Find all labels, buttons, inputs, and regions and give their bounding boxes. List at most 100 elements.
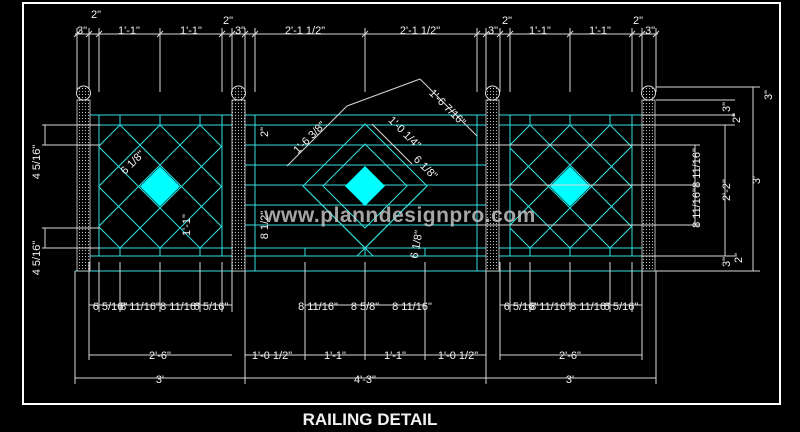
left-panel-center-diamond: [140, 166, 180, 207]
dimension-label: 8 11/16": [691, 188, 703, 228]
lattice-bar: [99, 146, 201, 248]
dimension-tick: [361, 30, 369, 38]
dimension-label: 3": [721, 102, 733, 112]
dimension-label: 4 5/16": [31, 241, 43, 276]
dimension-tick: [652, 30, 660, 38]
dimension-label: 2": [223, 15, 233, 27]
dimension-tick: [73, 30, 81, 38]
post: [76, 99, 91, 272]
lattice-bar: [609, 125, 632, 148]
dimension-tick: [638, 30, 646, 38]
dimension-label: 3": [77, 25, 87, 37]
dimension-tick: [241, 30, 249, 38]
lattice-bar: [356, 185, 428, 256]
lattice-bar: [510, 125, 611, 226]
dimension-label: 1'-1": [118, 25, 140, 37]
dimension-label: 3": [645, 25, 655, 37]
dimension-label: 1'-0 1/4": [386, 114, 423, 151]
dimension-label: 2'-2": [721, 179, 733, 201]
dimension-label: 4 5/16": [31, 145, 43, 180]
dimension-tick: [218, 30, 226, 38]
dimension-label: 4'-3": [354, 374, 376, 386]
middle-diamond-outline: [322, 143, 408, 229]
dimension-label: 3': [566, 374, 574, 386]
post-cap: [231, 85, 246, 101]
dimension-tick: [482, 30, 490, 38]
dimension-label: 3": [721, 257, 733, 267]
diagonal-dimension: [346, 78, 421, 107]
middle-lattice: [302, 123, 428, 256]
dimension-tick: [251, 30, 259, 38]
dimension-label: 3": [763, 90, 775, 100]
dimension-tick: [156, 30, 164, 38]
dimension-tick: [566, 30, 574, 38]
dimension-label: 1'-1": [529, 25, 551, 37]
dimension-label: 2": [502, 15, 512, 27]
dimension-tick: [496, 30, 504, 38]
lattice-bar: [119, 145, 222, 248]
dimension-tick: [228, 30, 236, 38]
dimension-label: 2'-6": [149, 350, 171, 362]
dimension-label: 2'-6": [559, 350, 581, 362]
dimension-label: 8 11/16": [160, 301, 200, 313]
dimension-label: 2": [733, 253, 745, 263]
dimension-label: 2'-1 1/2": [285, 25, 325, 37]
dimension-label: 3': [751, 176, 763, 184]
post: [231, 99, 246, 272]
right-panel-center-diamond: [550, 166, 590, 207]
diagonal-dimension: [419, 78, 478, 137]
post-cap: [641, 85, 656, 101]
drawing-title: RAILING DETAIL: [303, 410, 438, 429]
dimension-label: 6 1/8": [411, 154, 440, 183]
dimension-tick: [506, 30, 514, 38]
dimension-label: 2": [259, 127, 271, 137]
diagonal-dimension: [371, 123, 413, 165]
dimension-label: 2": [731, 113, 743, 123]
dimension-label: 8 11/16": [530, 301, 570, 313]
dimension-label: 1'-0 1/2": [438, 350, 478, 362]
middle-center-diamond: [345, 166, 385, 206]
lattice-bar: [119, 125, 222, 228]
dimension-label: 3": [235, 25, 245, 37]
diagonal-dimension: [286, 105, 348, 167]
dimension-label: 8 11/16": [298, 301, 338, 313]
watermark: www.planndesignpro.com: [263, 204, 536, 227]
dimension-tick: [473, 30, 481, 38]
dimension-label: 1'-1": [384, 350, 406, 362]
dimension-label: 3": [488, 25, 498, 37]
lattice-bar: [99, 125, 201, 227]
dimension-label: 1'-0 1/2": [252, 350, 292, 362]
dimension-label: 2'-1 1/2": [400, 25, 440, 37]
dimension-label: 8 5/8": [351, 301, 379, 313]
dimension-label: 8 11/16": [120, 301, 160, 313]
dimension-label: 1'-1": [181, 214, 193, 236]
lattice-bar: [529, 145, 632, 248]
dimension-tick: [628, 30, 636, 38]
dimension-label: 6 1/8": [409, 229, 426, 259]
dimension-label: 6 5/16": [604, 301, 639, 313]
dimension-label: 6 5/16": [194, 301, 229, 313]
post-cap: [76, 85, 91, 101]
drawing-border: [22, 2, 781, 405]
dimension-label: 1'-1": [180, 25, 202, 37]
dimension-label: 1'-1": [324, 350, 346, 362]
dimension-label: 8 11/16": [392, 301, 432, 313]
lattice-bar: [99, 125, 121, 147]
dimension-label: 6 5/16": [504, 301, 539, 313]
dimension-label: 1'-6 7/16": [426, 87, 467, 128]
dimension-label: 8 1/2": [259, 211, 271, 239]
left-panel-lattice: [99, 125, 222, 248]
dimension-tick: [85, 30, 93, 38]
dimension-label: 1'-1": [589, 25, 611, 37]
dimension-label: 3': [156, 374, 164, 386]
dimension-label: 2": [633, 15, 643, 27]
post-cap: [485, 85, 500, 101]
dimension-label: 6 1/8": [119, 149, 148, 178]
dimension-label: 8 11/16": [691, 148, 703, 188]
dimension-label: 6 5/16": [93, 301, 128, 313]
dimension-label: 2": [91, 9, 101, 21]
dimension-label: 8 11/16": [570, 301, 610, 313]
dimension-tick: [95, 30, 103, 38]
